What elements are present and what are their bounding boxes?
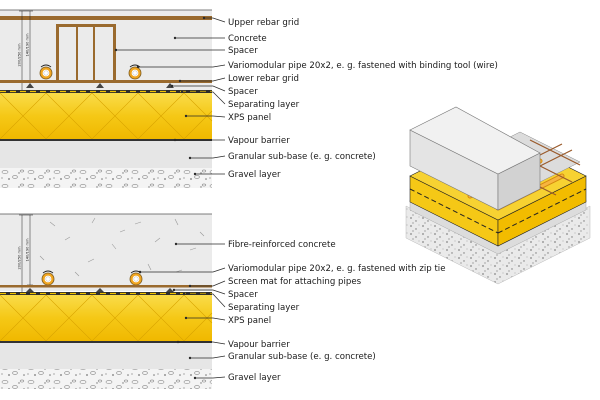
vapour-barrier: [0, 341, 212, 343]
upper-rebar-grid: [0, 16, 212, 20]
dimension-label-total: 200/250 mm: [18, 246, 22, 270]
spacer-chairs: [26, 288, 174, 292]
fibre-strokes: [39, 217, 205, 277]
isometric-floor-block: [405, 106, 591, 285]
iso-concrete-top: [409, 106, 541, 175]
label-xps-panel: XPS panel: [228, 113, 271, 123]
label-variomodular-pipe: Variomodular pipe 20x2, e. g. fastened w…: [228, 61, 498, 71]
heating-pipe: [129, 270, 143, 286]
label-concrete: Concrete: [228, 34, 267, 44]
label-vapour-barrier: Vapour barrier: [228, 136, 290, 146]
top-section-drawing: 200/250 mm 140/190 mm: [0, 9, 213, 188]
top-labels: Upper rebar grid Concrete Spacer Variomo…: [228, 18, 498, 180]
xps-panel: [0, 93, 212, 139]
lower-rebar-grid: [0, 80, 212, 83]
label-upper-rebar-grid: Upper rebar grid: [228, 18, 299, 28]
granular-sub-base: [0, 141, 212, 168]
label-spacer: Spacer: [228, 87, 258, 97]
bottom-leader-lines: [140, 243, 226, 379]
label-variomodular-pipe: Variomodular pipe 20x2, e. g. fastened w…: [228, 264, 445, 274]
spacer-frame: [56, 24, 116, 82]
bottom-section-drawing: 200/250 mm 140/190 mm: [0, 213, 213, 389]
top-leader-lines: [116, 17, 226, 175]
dimension-label-concrete: 140/190 mm: [26, 238, 30, 262]
label-xps-panel: XPS panel: [228, 316, 271, 326]
vapour-barrier: [0, 139, 212, 141]
gravel-layer: [0, 369, 212, 389]
label-spacer: Spacer: [228, 46, 258, 56]
label-screen-mat: Screen mat for attaching pipes: [228, 277, 362, 287]
gravel-layer: [0, 168, 212, 188]
label-gravel-layer: Gravel layer: [228, 373, 281, 383]
screen-mat: [0, 285, 212, 288]
top-leader-dots: [114, 16, 206, 176]
label-vapour-barrier: Vapour barrier: [228, 340, 290, 350]
label-granular-sub-base: Granular sub-base (e. g. concrete): [228, 352, 376, 362]
bottom-labels: Fibre-reinforced concrete Variomodular p…: [228, 240, 445, 383]
label-separating-layer: Separating layer: [228, 100, 300, 110]
granular-sub-base: [0, 343, 212, 369]
fibre-concrete-layer: [0, 214, 212, 291]
label-spacer: Spacer: [228, 290, 258, 300]
label-granular-sub-base: Granular sub-base (e. g. concrete): [228, 152, 376, 162]
label-separating-layer: Separating layer: [228, 303, 300, 313]
xps-panel: [0, 295, 212, 341]
label-fibre-reinforced-concrete: Fibre-reinforced concrete: [228, 240, 336, 250]
label-lower-rebar-grid: Lower rebar grid: [228, 74, 299, 84]
bottom-leader-dots: [138, 242, 197, 380]
heating-pipe: [128, 64, 142, 80]
dimension-label-concrete: 140/190 mm: [26, 33, 30, 57]
label-gravel-layer: Gravel layer: [228, 170, 281, 180]
heating-pipe: [41, 270, 55, 286]
dimension-label-total: 200/250 mm: [18, 43, 22, 67]
heating-pipe: [39, 64, 53, 80]
